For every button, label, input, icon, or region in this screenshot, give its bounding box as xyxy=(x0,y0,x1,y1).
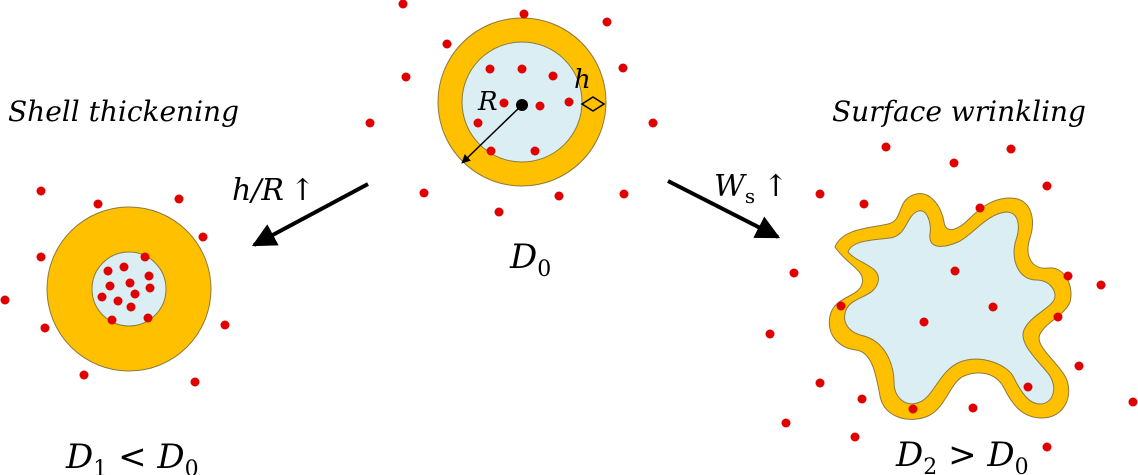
particle-dot xyxy=(398,0,408,9)
particle-dot xyxy=(473,118,483,128)
particle-dot xyxy=(36,252,46,262)
left-title: Shell thickening xyxy=(8,95,239,128)
particle-dot xyxy=(119,262,129,272)
particle-dot xyxy=(975,203,985,213)
particle-dot xyxy=(789,268,799,278)
radius-arrow xyxy=(461,104,523,164)
particle-dot xyxy=(103,266,113,276)
particle-dot xyxy=(535,101,545,111)
right-capsule xyxy=(828,193,1072,420)
particle-dot xyxy=(143,313,153,323)
particle-dot xyxy=(850,432,860,442)
right-inner-particles xyxy=(919,266,1033,392)
center-result-label: D0 xyxy=(509,237,551,282)
particle-dot xyxy=(648,118,658,128)
particle-dot xyxy=(1128,397,1138,407)
particle-dot xyxy=(815,378,825,388)
particle-dot xyxy=(40,323,50,333)
particle-dot xyxy=(174,194,184,204)
particle-dot xyxy=(950,266,960,276)
particle-dot xyxy=(517,64,527,74)
particle-dot xyxy=(79,370,89,380)
particle-dot xyxy=(1053,312,1063,322)
particle-dot xyxy=(365,118,375,128)
particle-dot xyxy=(113,296,123,306)
particle-dot xyxy=(140,252,150,262)
particle-dot xyxy=(0,295,10,305)
left-capsule xyxy=(46,206,212,372)
particle-dot xyxy=(619,189,629,199)
left-core xyxy=(91,251,167,327)
particle-dot xyxy=(815,189,825,199)
particle-dot xyxy=(107,315,117,325)
particle-dot xyxy=(908,404,918,414)
center-inner-particles xyxy=(473,64,574,156)
particle-dot xyxy=(836,301,846,311)
particle-dot xyxy=(859,199,869,209)
center-outer-particles xyxy=(365,0,658,217)
particle-dot xyxy=(1042,181,1052,191)
particle-dot xyxy=(530,146,540,156)
right-arrow xyxy=(667,179,781,239)
particle-dot xyxy=(97,292,107,302)
center-dot xyxy=(516,99,528,111)
particle-dot xyxy=(1063,271,1073,281)
right-result-label: D2 > D0 xyxy=(895,435,1029,475)
particle-dot xyxy=(1074,361,1084,371)
center-capsule: R h xyxy=(437,17,607,187)
particle-dot xyxy=(857,394,867,404)
left-inner-particles xyxy=(97,252,155,325)
left-arrow xyxy=(251,182,369,247)
left-outer-particles xyxy=(0,186,230,387)
particle-dot xyxy=(419,188,429,198)
particle-dot xyxy=(1042,442,1052,452)
particle-dot xyxy=(145,283,155,293)
particle-dot xyxy=(618,63,628,73)
particle-dot xyxy=(1006,144,1016,154)
particle-dot xyxy=(93,199,103,209)
particle-dot xyxy=(919,317,929,327)
right-title: Surface wrinkling xyxy=(832,95,1086,128)
thickness-label: h xyxy=(574,65,591,95)
particle-dot xyxy=(519,9,529,19)
thickness-marker xyxy=(580,96,606,112)
particle-dot xyxy=(220,320,230,330)
left-result-label: D1 < D0 xyxy=(65,437,199,475)
left-arrow-label: h/R↑ xyxy=(232,173,315,208)
particle-dot xyxy=(988,302,998,312)
particle-dot xyxy=(564,97,574,107)
particle-dot xyxy=(442,39,452,49)
particle-dot xyxy=(486,146,496,156)
particle-dot xyxy=(401,72,411,82)
particle-dot xyxy=(1023,382,1033,392)
particle-dot xyxy=(494,207,504,217)
right-core xyxy=(844,210,1056,405)
particle-dot xyxy=(499,98,509,108)
particle-dot xyxy=(190,377,200,387)
particle-dot xyxy=(125,278,135,288)
particle-dot xyxy=(781,418,791,428)
particle-dot xyxy=(548,71,558,81)
particle-dot xyxy=(554,191,564,201)
particle-dot xyxy=(130,289,140,299)
right-outer-particles xyxy=(765,142,1138,452)
particle-dot xyxy=(198,232,208,242)
particle-dot xyxy=(602,17,612,27)
particle-dot xyxy=(881,142,891,152)
particle-dot xyxy=(1096,280,1106,290)
particle-dot xyxy=(765,329,775,339)
particle-dot xyxy=(485,64,495,74)
particle-dot xyxy=(144,271,154,281)
right-arrow-label: Ws↑ xyxy=(714,169,788,208)
particle-dot xyxy=(126,302,136,312)
particle-dot xyxy=(968,403,978,413)
radius-label: R xyxy=(477,87,498,117)
particle-dot xyxy=(105,281,115,291)
particle-dot xyxy=(949,158,959,168)
particle-dot xyxy=(36,186,46,196)
